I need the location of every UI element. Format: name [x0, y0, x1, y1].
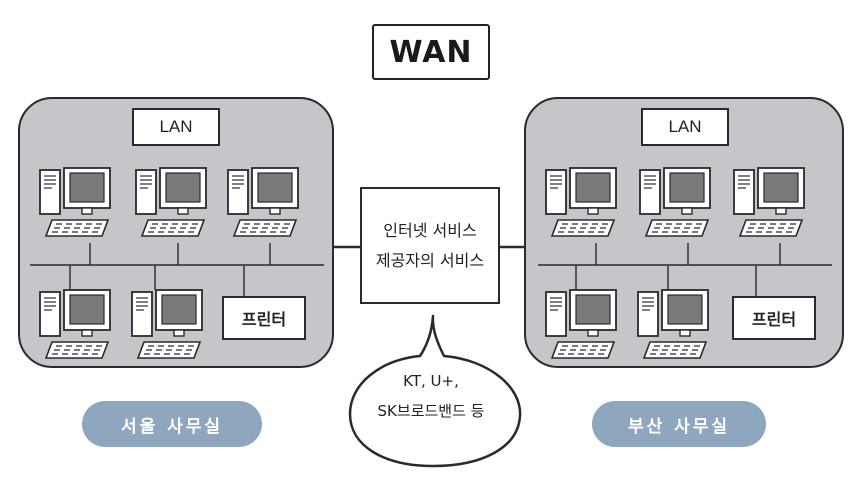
printer-busan: 프린터 [732, 296, 816, 340]
isp-line-2: 제공자의 서비스 [375, 250, 485, 270]
lan-label-seoul: LAN [132, 108, 220, 146]
computer-icon [544, 288, 624, 364]
computer-icon [226, 166, 306, 242]
computer-icon [638, 166, 718, 242]
lan-label-busan: LAN [641, 108, 729, 146]
office-label-seoul: 서울 사무실 [82, 401, 262, 447]
bubble-line-2: SK브로드밴드 등 [377, 402, 485, 420]
isp-line-1: 인터넷 서비스 [383, 220, 477, 240]
computer-icon [130, 288, 210, 364]
computer-icon [38, 288, 118, 364]
bubble-line-1: KT, U+, [403, 372, 459, 390]
printer-seoul: 프린터 [222, 296, 306, 340]
computer-icon [134, 166, 214, 242]
bubble-text: KT, U+, SK브로드밴드 등 [353, 366, 509, 426]
computer-icon [544, 166, 624, 242]
speech-bubble [348, 314, 522, 468]
computer-icon [732, 166, 812, 242]
wan-label: WAN [372, 24, 490, 80]
computer-icon [636, 288, 716, 364]
isp-box: 인터넷 서비스 제공자의 서비스 [360, 187, 500, 304]
computer-icon [38, 166, 118, 242]
office-label-busan: 부산 사무실 [592, 401, 766, 447]
